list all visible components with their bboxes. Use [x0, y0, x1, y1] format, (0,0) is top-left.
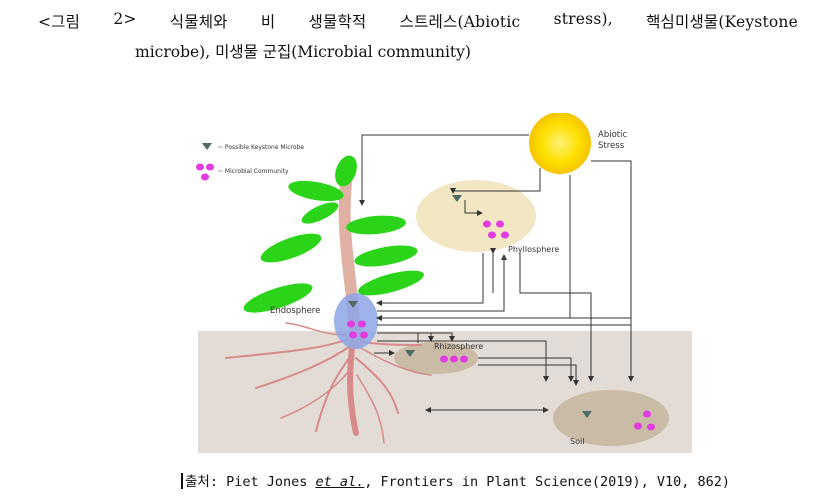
leaves — [241, 153, 426, 319]
keystone-microbe-icon — [202, 143, 212, 150]
caption-word: <그림 — [38, 10, 80, 32]
figure-source: 출처: Piet Jones et al., Frontiers in Plan… — [181, 470, 730, 490]
caption-word: 2> — [113, 10, 136, 32]
endosphere-label: Endosphere — [270, 306, 320, 316]
rhizosphere-label: Rhizosphere — [434, 342, 483, 351]
caption-word: 생물학적 — [309, 10, 367, 32]
soil-label: Soil — [570, 437, 584, 446]
caption-word: 핵심미생물(Keystone — [646, 10, 798, 32]
legend-keystone-label: ~ Possible Keystone Microbe — [218, 144, 304, 151]
source-suffix: , Frontiers in Plant Science(2019), V10,… — [364, 474, 730, 490]
source-etal: et al. — [316, 474, 365, 490]
caption-word: 비 — [261, 10, 275, 32]
figure-caption-line1: <그림 2> 식물체와 비 생물학적 스트레스(Abiotic stress),… — [38, 10, 798, 32]
source-prefix: 출처: Piet Jones — [185, 474, 316, 490]
caption-word: 스트레스(Abiotic — [400, 10, 521, 32]
caption-word: stress), — [554, 10, 613, 32]
caption-word: 식물체와 — [170, 10, 228, 32]
sun-icon — [529, 113, 591, 174]
phyllosphere-label: Phyllosphere — [508, 245, 559, 254]
plant-microbe-diagram: ~ Possible Keystone Microbe ~ Microbial … — [186, 113, 692, 453]
microbe-cluster — [440, 356, 468, 363]
abiotic-stress-label-1: Abiotic — [598, 130, 627, 140]
figure-caption-line2: microbe), 미생물 군집(Microbial community) — [135, 40, 471, 62]
legend-community-label: ~ Microbial Community — [218, 168, 289, 175]
microbial-community-icon — [196, 164, 214, 181]
abiotic-stress-label-2: Stress — [598, 141, 625, 151]
source-marker — [181, 473, 183, 489]
